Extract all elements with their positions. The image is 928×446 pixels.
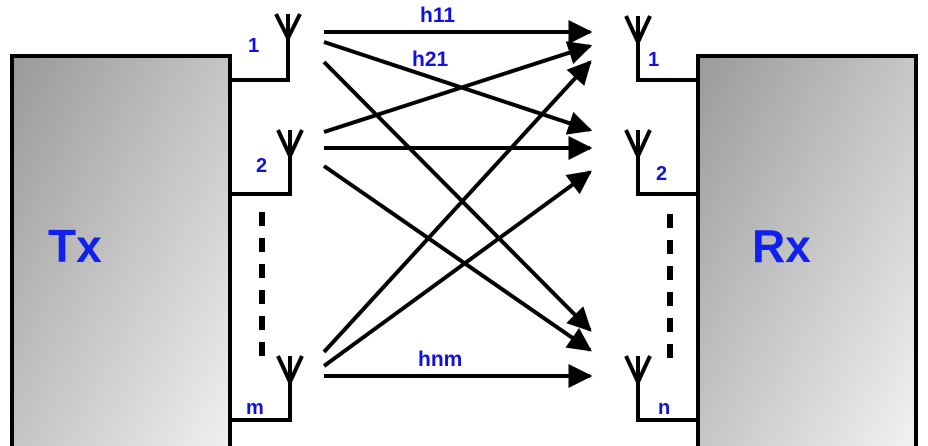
rx-antenna-1-label: 1 (648, 49, 659, 71)
rx-box (696, 54, 918, 446)
rx-antenna-n-label: n (658, 397, 670, 419)
path-2-n (322, 164, 592, 352)
tx-antenna-2 (230, 129, 304, 196)
path-2-1 (323, 41, 593, 134)
channel-label-h21: h21 (412, 48, 449, 71)
tx-antenna-m-label: m (246, 397, 264, 419)
tx-antenna-1-label: 1 (248, 35, 259, 57)
path-1-n (322, 60, 592, 332)
rx-label: Rx (752, 220, 811, 272)
tx-antenna-2-label: 2 (256, 155, 267, 177)
rx-antenna-1 (624, 15, 698, 82)
tx-label: Tx (48, 220, 102, 272)
tx-box (10, 54, 232, 446)
channel-label-h11: h11 (420, 4, 455, 27)
rx-antenna-2-label: 2 (656, 163, 667, 185)
path-1-2 (323, 40, 593, 135)
tx-antenna-1 (230, 13, 302, 82)
rx-antenna-n (624, 355, 698, 422)
channel-label-hnm: hnm (418, 348, 462, 371)
path-m-2 (322, 170, 592, 368)
rx-antenna-2 (624, 129, 698, 196)
path-m-1 (322, 60, 592, 354)
tx-antenna-m (230, 355, 304, 422)
